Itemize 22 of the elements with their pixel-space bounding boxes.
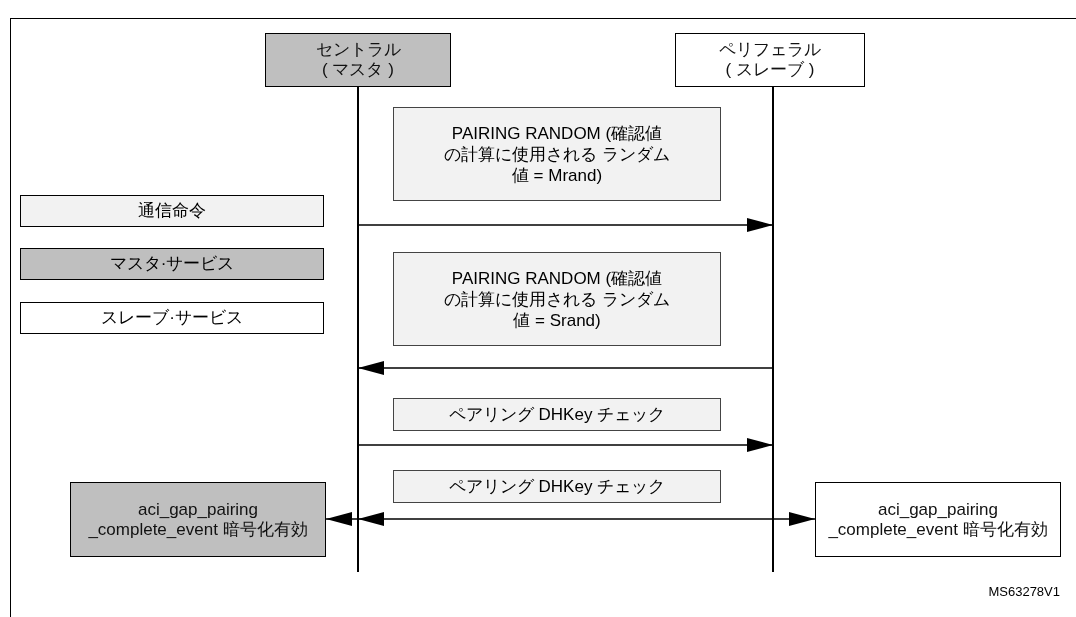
event-box xyxy=(815,482,1061,557)
legend-label: マスタ·サービス xyxy=(108,254,236,274)
message-label: ペアリング DHKey チェック xyxy=(393,398,721,431)
message-label: ペアリング DHKey チェック xyxy=(393,470,721,503)
participant-label: ペリフェラル xyxy=(719,40,821,60)
figure-code: MS63278V1 xyxy=(988,583,1060,601)
event-text: aci_gap_pairing _complete_event 暗号化有効 xyxy=(87,499,309,540)
message-arrow xyxy=(772,512,816,526)
message-arrow xyxy=(357,361,774,375)
participant-label: ( スレーブ ) xyxy=(725,60,815,80)
event-text: aci_gap_pairing _complete_event 暗号化有効 xyxy=(827,499,1049,540)
legend-label: 通信命令 xyxy=(137,201,207,221)
legend-label: スレーブ·サービス xyxy=(100,308,244,328)
message-arrow xyxy=(357,512,774,526)
message-arrow xyxy=(325,512,359,526)
message-arrow xyxy=(357,438,774,452)
event-box xyxy=(70,482,326,557)
message-label: PAIRING RANDOM (確認値の計算に使用される ランダム値 = Mrand) xyxy=(393,107,721,201)
participant-label: ( マスタ ) xyxy=(322,60,394,80)
message-label: PAIRING RANDOM (確認値の計算に使用される ランダム値 = Srand) xyxy=(393,252,721,346)
message-arrow xyxy=(357,218,774,232)
participant-label: セントラル xyxy=(315,40,401,60)
